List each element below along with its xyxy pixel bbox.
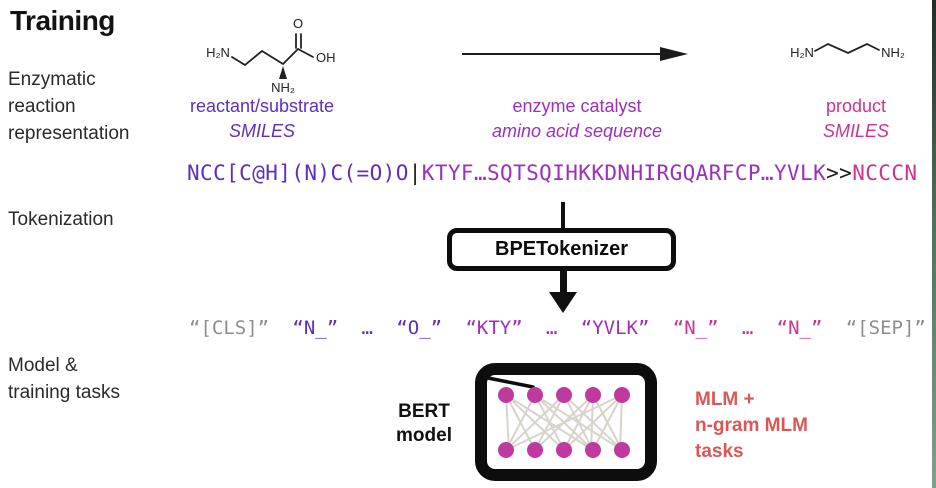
enzyme-label: enzyme catalyst amino acid sequence (491, 96, 663, 141)
hand-drawn-stroke (486, 376, 535, 389)
hydroxyl-bond (297, 48, 314, 58)
bpe-tokenizer-box: BPETokenizer (447, 228, 676, 271)
token: “N_” (292, 317, 339, 339)
reaction-smiles-string: NCC[C@H](N)C(=O)O|KTYF…SQTSQIHKKDNHIRGQA… (187, 161, 917, 185)
token: “N_” (672, 317, 719, 339)
token: “[SEP]” (845, 317, 926, 339)
training-tasks-label: MLM + n-gram MLM tasks (695, 389, 808, 462)
token-row: “[CLS]” “N_” … “O_” “KTY” … “YVLK” “N_” … (189, 317, 926, 339)
smiles-enzyme-part: KTYF…SQTSQIHKKDNHIRGQARFCP…YVLK (421, 161, 827, 185)
reaction-arrow (462, 47, 688, 61)
smiles-product-part: NCCCN (852, 161, 918, 185)
product-molecule-structure: H₂N NH₂ (790, 42, 905, 60)
tokenizer-down-arrow (560, 271, 567, 293)
smiles-separator: | (408, 161, 422, 185)
tokenizer-down-arrow-head (549, 292, 577, 313)
reactant-label: reactant/substrate SMILES (189, 96, 335, 141)
token: “O_” (396, 317, 443, 339)
token: “YVLK” (580, 317, 650, 339)
flow-line-into-tokenizer (561, 202, 565, 230)
atom-label-o: O (293, 16, 303, 31)
atom-label-h2n: H₂N (790, 45, 814, 60)
section-label-tokenization: Tokenization (8, 209, 114, 230)
carbon-chain-bond (231, 48, 299, 67)
page-title: Training (10, 5, 115, 36)
atom-label-nh2: NH₂ (881, 45, 905, 60)
right-edge-line (932, 0, 936, 488)
carbon-chain-bond (814, 42, 880, 54)
atom-label-h2n: H₂N (206, 45, 230, 60)
atom-label-oh: OH (316, 50, 336, 65)
token: “[CLS]” (189, 317, 270, 339)
stereo-wedge-bond (279, 66, 287, 79)
atom-label-nh2: NH₂ (271, 80, 295, 95)
neural-net-edges (505, 394, 623, 451)
smiles-reactant-part: NCC[C@H](N)C(=O)O (187, 161, 409, 185)
token-ellipsis: … (361, 317, 373, 339)
token-ellipsis: … (741, 317, 754, 339)
reactant-molecule-structure: H₂N O OH NH₂ (206, 16, 336, 95)
bert-model-illustration (475, 363, 657, 481)
product-label: product SMILES (822, 96, 890, 141)
arrow-head (660, 47, 688, 61)
smiles-reaction-arrow: >> (826, 161, 853, 185)
bert-model-label: BERT model (396, 401, 452, 446)
token: “N_” (776, 317, 823, 339)
bpe-tokenizer-label: BPETokenizer (495, 238, 628, 260)
section-label-model: Model & training tasks (8, 355, 120, 403)
neural-net-nodes (498, 387, 630, 458)
section-label-representation: Enzymatic reaction representation (8, 69, 130, 144)
token-ellipsis: … (545, 317, 558, 339)
token: “KTY” (465, 317, 523, 339)
